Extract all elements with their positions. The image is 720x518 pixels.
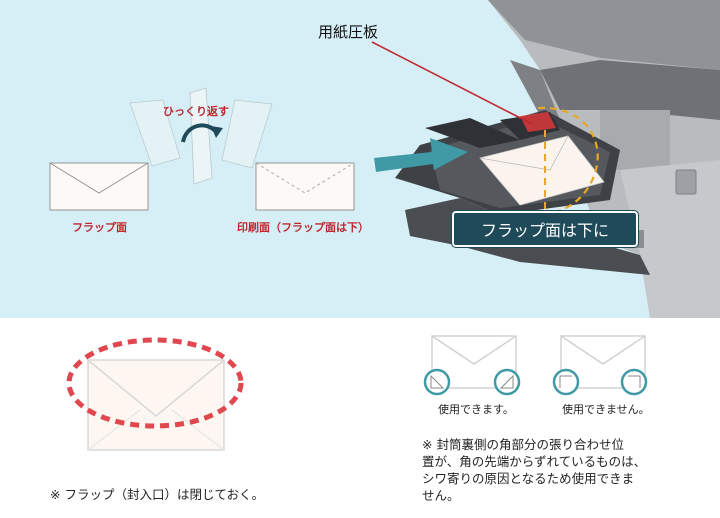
- envelope-in-tray: [479, 112, 605, 206]
- flap-side-label: フラップ面: [72, 221, 127, 234]
- note-corner-line-3: シワ寄りの原因となるため使用できま: [422, 471, 635, 486]
- pressure-plate-leader-line: [371, 41, 533, 125]
- envelope-flap-side: [49, 162, 149, 211]
- flipping-envelope-panels: [129, 87, 273, 185]
- envelope-not-usable-example: [552, 335, 648, 396]
- pressure-plate-label: 用紙圧板: [318, 23, 379, 41]
- note-corner-line-4: せん。: [422, 488, 460, 503]
- flap-down-callout: フラップ面は下に: [452, 211, 638, 247]
- envelope-print-side: [255, 162, 355, 211]
- flip-over-label: ひっくり返す: [163, 105, 229, 118]
- note-close-flap: ※ フラップ（封入口）は閉じておく。: [50, 487, 265, 502]
- not-usable-label: 使用できません。: [562, 403, 650, 416]
- note-corner-line-1: ※ 封筒裏側の角部分の張り合わせ位: [422, 437, 624, 452]
- usable-label: 使用できます。: [438, 403, 514, 416]
- note-corner-line-2: 置が、角の先端からずれているものは、: [422, 454, 647, 469]
- insert-direction-arrow: [374, 138, 468, 172]
- envelope-closed-flap: [66, 337, 244, 451]
- note-corner-alignment: ※ 封筒裏側の角部分の張り合わせ位 置が、角の先端からずれているものは、 シワ寄…: [422, 436, 646, 504]
- envelope-usable-example: [423, 335, 521, 396]
- print-side-label: 印刷面（フラップ面は下）: [237, 221, 369, 234]
